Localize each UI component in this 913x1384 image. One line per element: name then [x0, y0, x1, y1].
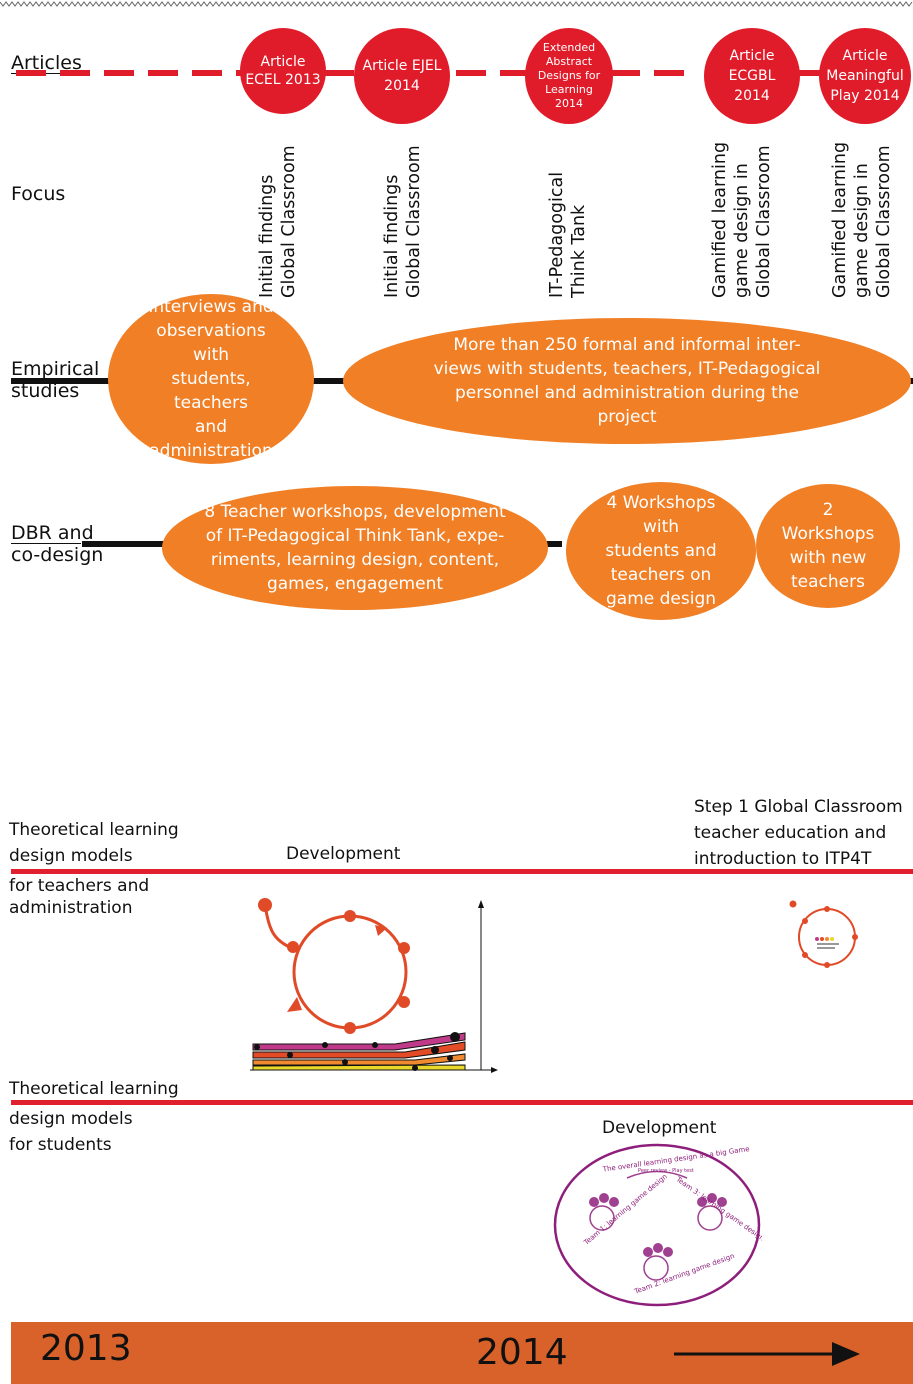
timeline-dash: [324, 70, 354, 76]
timeline-dash: [654, 70, 684, 76]
timeline-dash: [16, 70, 46, 76]
timeline-dash: [610, 70, 640, 76]
timeline-dash: [148, 70, 178, 76]
timeline-arrow-icon: [674, 1342, 860, 1366]
team1-text: Team 1: learning game design: [582, 1172, 669, 1247]
step1-cycle-icon: [789, 900, 858, 968]
students-development-label: Development: [602, 1118, 717, 1138]
timeline-dash: [104, 70, 134, 76]
timeline-dash: [500, 70, 530, 76]
teachers-model-line: [11, 869, 913, 874]
year-2013: 2013: [40, 1328, 132, 1369]
year-2014: 2014: [476, 1332, 568, 1373]
teachers-development-label: Development: [286, 844, 401, 864]
dbr-underline: [11, 543, 81, 544]
timeline-dash: [790, 70, 820, 76]
row-label-articles: Articles: [11, 52, 82, 74]
peer-review-text: Peer review - Play test: [638, 1168, 694, 1174]
team3-text: Team 3: learning game design: [674, 1175, 762, 1243]
top-border: [0, 1, 913, 7]
articles-underline: [11, 73, 86, 74]
development-cycle-diagram: [250, 898, 498, 1073]
empirical-oval-250-interviews: More than 250 formal and informal inter-…: [343, 318, 911, 444]
theory-students-label: Theoretical learning: [9, 1079, 179, 1099]
row-label-focus: Focus: [11, 183, 66, 205]
students-model-line: [11, 1100, 913, 1105]
timeline-dash: [192, 70, 222, 76]
timeline-dash: [456, 70, 486, 76]
timeline-dash: [60, 70, 90, 76]
big-game-diagram: The overall learning design as a big Gam…: [553, 1143, 762, 1307]
